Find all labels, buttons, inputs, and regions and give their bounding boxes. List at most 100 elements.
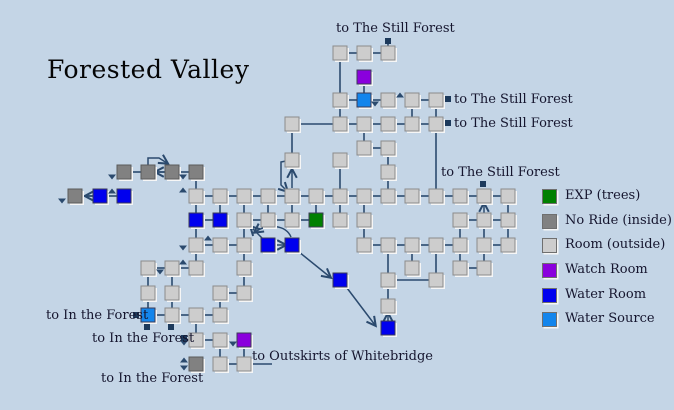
rooms: [67, 45, 517, 373]
exit-marker: [385, 38, 391, 44]
map-room-w: [212, 212, 228, 228]
map-room-o: [356, 188, 372, 204]
map-room-o: [140, 285, 156, 301]
exit-marker: [181, 335, 187, 341]
level-triangle-d: [229, 341, 237, 347]
level-triangle-u: [180, 357, 188, 363]
legend-row-source: Water Source: [542, 311, 672, 336]
map-room-n: [116, 164, 132, 180]
map-room-o: [332, 116, 348, 132]
exit-label-still-forest-right2: to The Still Forest: [454, 116, 573, 131]
map-room-o: [500, 188, 516, 204]
map-room-o: [356, 116, 372, 132]
map-room-o: [140, 260, 156, 276]
level-triangle-d: [180, 340, 188, 346]
map-room-o: [452, 212, 468, 228]
no-ride-swatch-icon: [542, 213, 557, 229]
level-triangle-d: [371, 101, 379, 107]
level-triangle-d: [108, 174, 116, 180]
map-room-o: [380, 140, 396, 156]
legend-label: EXP (trees): [565, 188, 641, 203]
map-room-o: [476, 260, 492, 276]
map-room-o: [284, 212, 300, 228]
map-room-s: [140, 307, 156, 323]
water-room-swatch-icon: [542, 287, 557, 303]
map-room-o: [380, 298, 396, 314]
map-room-o: [428, 92, 444, 108]
watch-room-swatch-icon: [542, 263, 557, 279]
exit-label-still-forest-top: to The Still Forest: [336, 21, 455, 36]
exit-label-in-the-forest-3: to In the Forest: [101, 371, 204, 386]
map-room-n: [188, 164, 204, 180]
legend-row-exp: EXP (trees): [542, 188, 672, 213]
map-room-o: [428, 116, 444, 132]
map-room-o: [404, 237, 420, 253]
map-room-o: [236, 212, 252, 228]
exit-label-outskirts-whitebridge: to Outskirts of Whitebridge: [252, 349, 433, 364]
map-room-o: [284, 152, 300, 168]
map-room-o: [380, 188, 396, 204]
map-room-o: [236, 237, 252, 253]
map-room-o: [332, 188, 348, 204]
map-room-o: [356, 45, 372, 61]
map-room-o: [308, 188, 324, 204]
map-room-o: [428, 188, 444, 204]
map-room-o: [404, 116, 420, 132]
map-room-p: [356, 69, 372, 85]
map-room-o: [356, 237, 372, 253]
level-triangle-d: [180, 365, 188, 371]
map-room-o: [188, 188, 204, 204]
map-room-o: [164, 260, 180, 276]
map-room-o: [236, 356, 252, 372]
map-room-w: [92, 188, 108, 204]
map-room-o: [332, 45, 348, 61]
level-triangle-u: [179, 187, 187, 193]
level-triangle-d: [179, 174, 187, 180]
room-outside-swatch-icon: [542, 238, 557, 254]
legend-label: Water Source: [565, 311, 655, 327]
map-arrow: [298, 251, 330, 277]
map-room-o: [212, 356, 228, 372]
map-room-o: [188, 332, 204, 348]
exp-trees-swatch-icon: [542, 189, 557, 204]
legend-row-room: Room (outside): [542, 237, 672, 262]
exit-marker: [133, 312, 139, 318]
map-room-o: [212, 332, 228, 348]
map-room-s: [356, 92, 372, 108]
map-room-o: [380, 272, 396, 288]
level-triangle-d: [156, 269, 164, 275]
exit-marker: [168, 324, 174, 330]
map-room-n: [164, 164, 180, 180]
map-room-o: [332, 92, 348, 108]
map-room-o: [428, 237, 444, 253]
map-room-o: [500, 237, 516, 253]
map-arrow: [281, 160, 287, 191]
map-room-o: [188, 237, 204, 253]
exit-marker: [445, 96, 451, 102]
map-room-o: [500, 212, 516, 228]
map-room-n: [140, 164, 156, 180]
map-room-w: [260, 237, 276, 253]
map-room-o: [284, 188, 300, 204]
level-triangle-d: [179, 245, 187, 251]
map-room-o: [404, 92, 420, 108]
map-arrow: [346, 287, 375, 325]
map-room-o: [380, 116, 396, 132]
map-room-n: [67, 188, 83, 204]
legend-label: Water Room: [565, 286, 647, 302]
map-room-o: [164, 285, 180, 301]
map-room-o: [212, 237, 228, 253]
map-room-o: [260, 212, 276, 228]
map-room-o: [452, 237, 468, 253]
map-room-o: [356, 212, 372, 228]
map-room-o: [476, 212, 492, 228]
map-room-o: [236, 285, 252, 301]
page-title: Forested Valley: [47, 55, 250, 84]
legend-label: Watch Room: [565, 262, 648, 278]
map-room-o: [212, 285, 228, 301]
legend-row-water: Water Room: [542, 287, 672, 312]
map-room-w: [284, 237, 300, 253]
exit-label-in-the-forest-1: to In the Forest: [46, 308, 149, 323]
